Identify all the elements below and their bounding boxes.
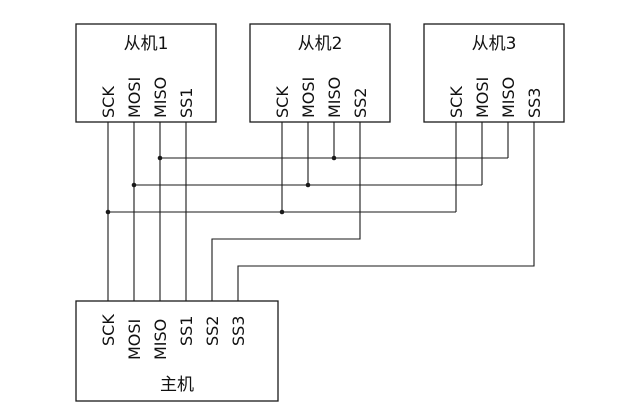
master-title: 主机 xyxy=(160,375,194,395)
slave-3-block: 从机3 SCK MOSI MISO SS3 xyxy=(423,23,565,123)
slave-2-title: 从机2 xyxy=(298,34,343,54)
master-block: SCK MOSI MISO SS1 SS2 SS3 主机 xyxy=(75,300,279,402)
slave-2-block: 从机2 SCK MOSI MISO SS2 xyxy=(249,23,391,123)
slave-3-box xyxy=(423,23,565,123)
slave-1-pin-miso: MISO xyxy=(151,77,170,118)
junction-dot xyxy=(279,209,285,215)
master-pin-mosi: MOSI xyxy=(125,319,144,360)
slave-3-pin-miso: MISO xyxy=(499,77,518,118)
slave-1-pin-ss: SS1 xyxy=(177,88,196,119)
master-pin-sck: SCK xyxy=(99,314,118,346)
slave-3-title: 从机3 xyxy=(472,34,517,54)
master-pin-miso: MISO xyxy=(151,319,170,360)
junction-dot xyxy=(157,155,163,161)
junction-dot xyxy=(331,155,337,161)
slave-2-pin-mosi: MOSI xyxy=(299,77,318,118)
ss3-wire xyxy=(237,122,535,301)
slave-2-pin-ss: SS2 xyxy=(351,88,370,119)
slave-3-pin-sck: SCK xyxy=(447,86,466,118)
slave-3-pin-mosi: MOSI xyxy=(473,77,492,118)
master-box xyxy=(75,300,279,402)
master-pin-ss3: SS3 xyxy=(229,316,248,347)
wires xyxy=(107,122,535,301)
junctions xyxy=(105,155,337,215)
slave-2-box xyxy=(249,23,391,123)
slave-1-block: 从机1 SCK MOSI MISO SS1 xyxy=(75,23,217,123)
slave-2-pin-miso: MISO xyxy=(325,77,344,118)
junction-dot xyxy=(131,182,137,188)
slave-3-pin-ss: SS3 xyxy=(525,88,544,119)
master-pin-ss2: SS2 xyxy=(203,316,222,347)
slave-1-pin-sck: SCK xyxy=(99,86,118,118)
master-pin-ss1: SS1 xyxy=(177,316,196,347)
slave-2-pin-sck: SCK xyxy=(273,86,292,118)
slave-1-box xyxy=(75,23,217,123)
ss2-wire xyxy=(211,122,361,301)
junction-dot xyxy=(305,182,311,188)
slave-1-pin-mosi: MOSI xyxy=(125,77,144,118)
junction-dot xyxy=(105,209,111,215)
slave-1-title: 从机1 xyxy=(124,34,169,54)
